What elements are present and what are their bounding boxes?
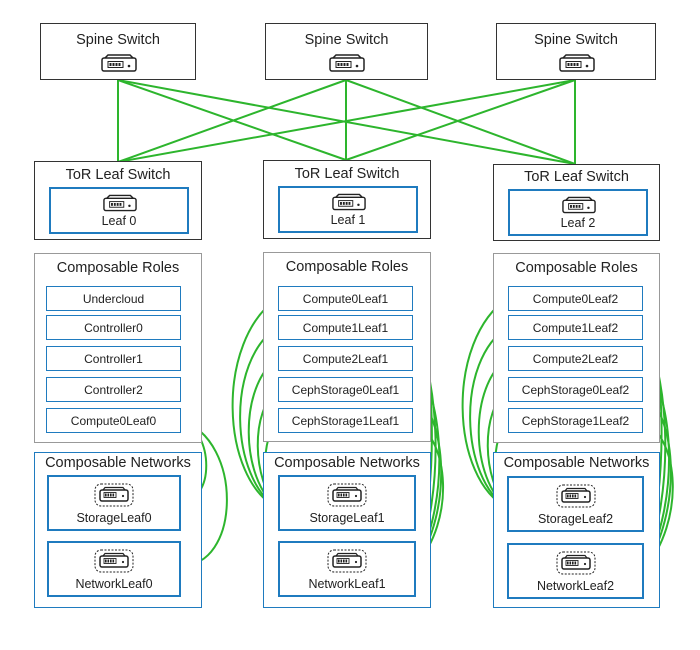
network-interface-icon	[556, 484, 596, 508]
role-item: Compute1Leaf2	[508, 315, 643, 340]
role-item: Controller2	[46, 377, 181, 402]
leaf-label: Leaf 2	[560, 216, 596, 230]
network-box-storage: StorageLeaf1	[278, 475, 416, 531]
role-item: CephStorage1Leaf2	[508, 408, 643, 433]
leaf-label: Leaf 1	[330, 213, 366, 227]
network-switch-icon	[101, 54, 137, 72]
networks-title: Composable Networks	[274, 455, 420, 471]
networks-title: Composable Networks	[45, 455, 191, 471]
role-item: CephStorage1Leaf1	[278, 408, 413, 433]
tor-leaf-switch-0: ToR Leaf Switch Leaf 0	[34, 161, 202, 240]
role-item: Compute2Leaf1	[278, 346, 413, 371]
leaf-switch-box: Leaf 1	[278, 186, 418, 233]
network-label: NetworkLeaf1	[308, 577, 386, 591]
role-item: Compute0Leaf1	[278, 286, 413, 311]
network-switch-icon	[103, 194, 137, 212]
network-label: StorageLeaf2	[537, 512, 614, 526]
link-spine1-leaf0	[117, 79, 347, 163]
spine-switch-label: Spine Switch	[76, 32, 160, 48]
tor-title: ToR Leaf Switch	[65, 167, 171, 183]
role-item: Controller0	[46, 315, 181, 340]
link-spine2-leaf1	[345, 79, 576, 161]
tor-title: ToR Leaf Switch	[524, 169, 629, 185]
network-box-storage: StorageLeaf0	[47, 475, 181, 531]
tor-title: ToR Leaf Switch	[294, 166, 400, 182]
spine-switch-1: Spine Switch	[265, 23, 428, 80]
role-item: CephStorage0Leaf2	[508, 377, 643, 402]
leaf-switch-box: Leaf 0	[49, 187, 189, 234]
role-item: Controller1	[46, 346, 181, 371]
network-label: StorageLeaf0	[76, 511, 152, 525]
network-interface-icon	[327, 483, 367, 507]
role-item: Compute1Leaf1	[278, 315, 413, 340]
roles-title: Composable Roles	[515, 260, 638, 276]
tor-leaf-switch-1: ToR Leaf Switch Leaf 1	[263, 160, 431, 239]
spine-switch-2: Spine Switch	[496, 23, 656, 80]
network-box-network: NetworkLeaf1	[278, 541, 416, 597]
link-spine2-leaf0	[117, 79, 576, 163]
networks-title: Composable Networks	[503, 455, 650, 471]
leaf-switch-box: Leaf 2	[508, 189, 648, 236]
role-item: Compute0Leaf2	[508, 286, 643, 311]
network-interface-icon	[94, 549, 134, 573]
network-interface-icon	[94, 483, 134, 507]
network-switch-icon	[332, 193, 366, 211]
network-interface-icon	[556, 551, 596, 575]
network-label: StorageLeaf1	[309, 511, 385, 525]
network-label: NetworkLeaf0	[75, 577, 153, 591]
spine-leaf-mesh	[117, 79, 576, 165]
network-switch-icon	[329, 54, 365, 72]
network-switch-icon	[562, 196, 596, 214]
roles-title: Composable Roles	[285, 259, 409, 275]
role-item: Compute0Leaf0	[46, 408, 181, 433]
network-interface-icon	[327, 549, 367, 573]
role-item: Undercloud	[46, 286, 181, 311]
network-box-network: NetworkLeaf0	[47, 541, 181, 597]
network-switch-icon	[559, 54, 595, 72]
spine-switch-label: Spine Switch	[304, 32, 389, 48]
roles-title: Composable Roles	[56, 260, 180, 276]
spine-switch-0: Spine Switch	[40, 23, 196, 80]
link-spine1-leaf2	[345, 79, 576, 165]
spine-switch-label: Spine Switch	[534, 32, 618, 48]
network-box-storage: StorageLeaf2	[507, 476, 644, 532]
network-label: NetworkLeaf2	[536, 579, 615, 593]
role-item: CephStorage0Leaf1	[278, 377, 413, 402]
leaf-label: Leaf 0	[101, 214, 137, 228]
network-box-network: NetworkLeaf2	[507, 543, 644, 599]
tor-leaf-switch-2: ToR Leaf Switch Leaf 2	[493, 164, 660, 241]
role-item: Compute2Leaf2	[508, 346, 643, 371]
